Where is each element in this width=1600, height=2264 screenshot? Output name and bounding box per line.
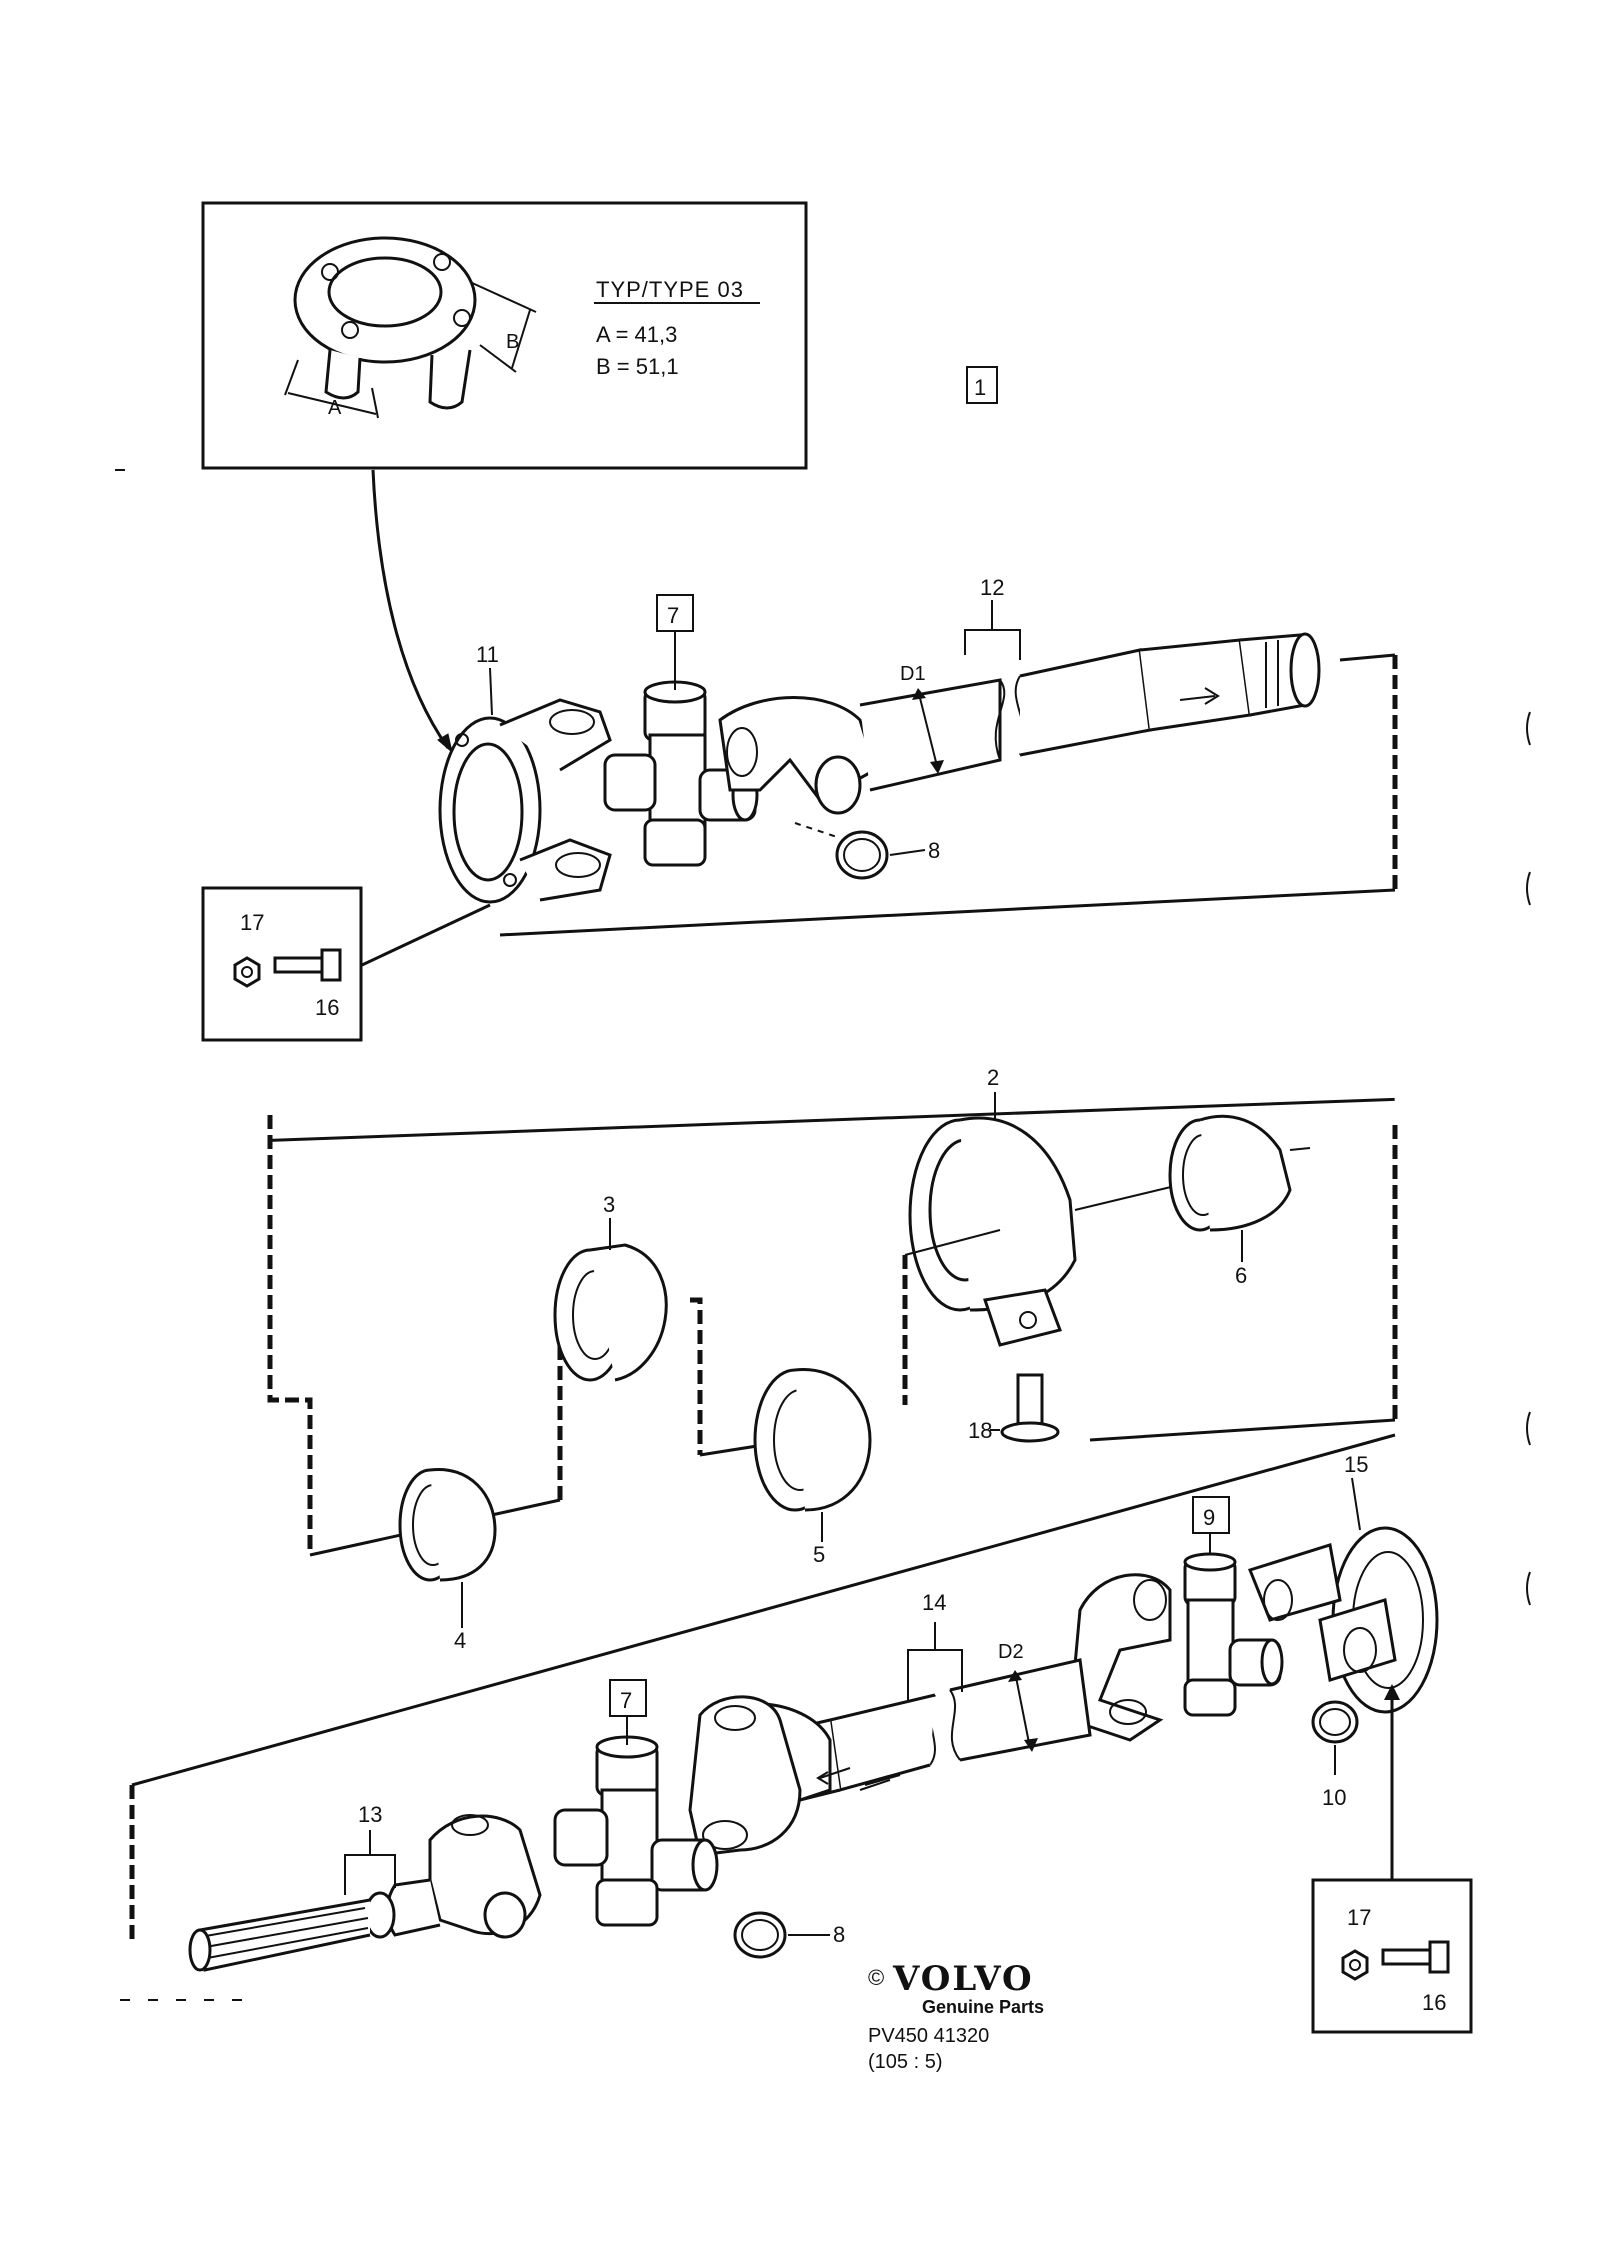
- inset-frame: [201, 201, 808, 470]
- part-18-screw: [990, 1373, 1060, 1443]
- section-front-shaft: 11 7 12 D1 8 17 16: [201, 575, 1398, 1042]
- part-11-flange: [438, 698, 612, 904]
- part-10-circlip: [1311, 1700, 1359, 1775]
- part-3-ball-bearing: [553, 1243, 668, 1382]
- group-number-box: 1: [966, 366, 998, 404]
- inset-letter-b: B: [506, 331, 519, 353]
- part-15-flange: [1248, 1526, 1439, 1714]
- callout-15: 15: [1344, 1452, 1368, 1477]
- footer-brand: © VOLVO Genuine Parts PV450 41320 (105 :…: [868, 1959, 1044, 2073]
- callout-3: 3: [603, 1192, 615, 1217]
- callout-4: 4: [454, 1628, 466, 1653]
- brand-subtitle: Genuine Parts: [922, 1997, 1044, 2017]
- bolt-box-top: [201, 886, 491, 1042]
- callout-9: 9: [1203, 1505, 1215, 1530]
- part-12-tube-yoke: [718, 632, 1321, 815]
- inset-type-label: TYP/TYPE 03: [596, 277, 744, 302]
- callout-17-bottom: 17: [1347, 1905, 1371, 1930]
- part-7-universal-joint-bottom: [553, 1735, 719, 1927]
- callout-11: 11: [476, 642, 499, 667]
- bolt-box-bottom: [1311, 1684, 1473, 2034]
- callout-13: 13: [358, 1802, 382, 1827]
- part-6-rubber-ring: [1168, 1114, 1311, 1232]
- inset-flange-drawing: [284, 236, 537, 419]
- callout-d2: D2: [998, 1641, 1024, 1663]
- copyright-symbol: ©: [868, 1965, 884, 1990]
- callout-7-bottom: 7: [620, 1688, 632, 1713]
- brand-logo: VOLVO: [892, 1959, 1034, 1999]
- callout-5: 5: [813, 1542, 825, 1567]
- part-4-seal: [398, 1467, 497, 1582]
- callout-12: 12: [980, 575, 1004, 600]
- callout-7-top: 7: [667, 603, 679, 628]
- part-8-circlip-bottom: [733, 1911, 830, 1959]
- callout-17-top: 17: [240, 910, 264, 935]
- callout-2: 2: [987, 1065, 999, 1090]
- part-2-bearing-housing: [904, 1116, 1201, 1347]
- reference-subcode: (105 : 5): [868, 2051, 942, 2073]
- section-center-bearing: 2 3 6 18 5 4: [267, 1065, 1398, 1653]
- reference-code: PV450 41320: [868, 2025, 989, 2047]
- part-13-splined-yoke: [188, 1814, 542, 1972]
- part-5-dust-cover: [753, 1368, 872, 1512]
- section-rear-shaft: 15 9 14 D2 10 7 13 8 17 16: [129, 1433, 1473, 2034]
- callout-14: 14: [922, 1590, 946, 1615]
- inset-type-03: A B TYP/TYPE 03 A = 41,3 B = 51,1: [201, 201, 808, 754]
- callout-8-top: 8: [928, 838, 940, 863]
- group-number: 1: [974, 375, 986, 400]
- callout-10: 10: [1322, 1785, 1346, 1810]
- part-rear-yoke: [688, 1695, 851, 1857]
- part-14-slip-yoke: [828, 1573, 1172, 1792]
- callout-6: 6: [1235, 1263, 1247, 1288]
- callout-16-top: 16: [315, 995, 339, 1020]
- inset-leader: [371, 469, 450, 749]
- callout-8-bottom: 8: [833, 1922, 845, 1947]
- part-8-circlip-top: [794, 822, 926, 880]
- callout-16-bottom: 16: [1422, 1990, 1446, 2015]
- inset-dim-b: B = 51,1: [596, 354, 679, 379]
- callout-d1: D1: [900, 663, 926, 685]
- callout-18: 18: [968, 1418, 992, 1443]
- inset-dim-a: A = 41,3: [596, 322, 677, 347]
- edge-marks: [115, 469, 1531, 2001]
- part-9-universal-joint-rear: [1183, 1552, 1284, 1717]
- inset-letter-a: A: [328, 397, 342, 419]
